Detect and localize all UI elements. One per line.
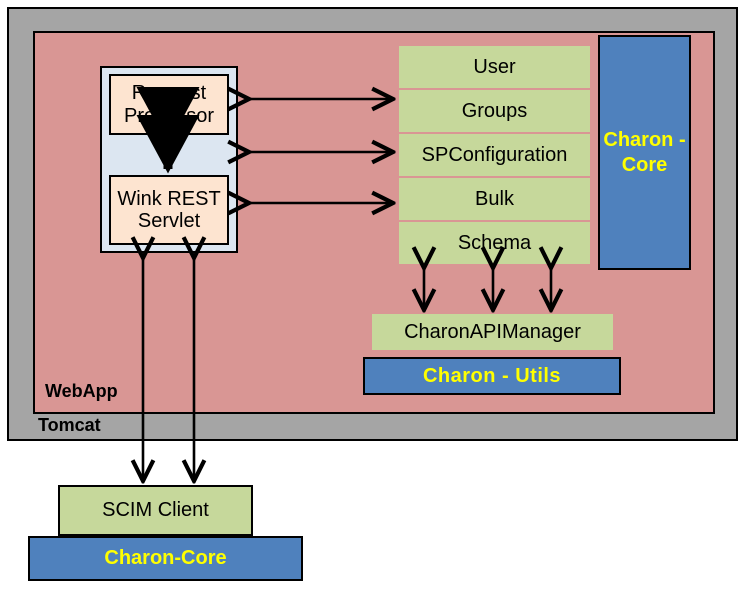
charon-utils-box: Charon - Utils <box>363 357 621 395</box>
service-box-spconfiguration: SPConfiguration <box>399 134 590 176</box>
wink-rest-servlet-box: Wink REST Servlet <box>109 175 229 245</box>
service-box-schema: Schema <box>399 222 590 264</box>
scim-client-box: SCIM Client <box>58 485 253 536</box>
tomcat-label: Tomcat <box>38 415 101 435</box>
webapp-label: WebApp <box>45 381 118 401</box>
service-box-user: User <box>399 46 590 88</box>
request-processor-box: Request Processor <box>109 74 229 135</box>
charon-core-box-bottom: Charon-Core <box>28 536 303 581</box>
charon-core-box-right: Charon -Core <box>598 35 691 270</box>
service-box-groups: Groups <box>399 90 590 132</box>
service-box-bulk: Bulk <box>399 178 590 220</box>
charon-api-manager-box: CharonAPIManager <box>372 314 613 350</box>
